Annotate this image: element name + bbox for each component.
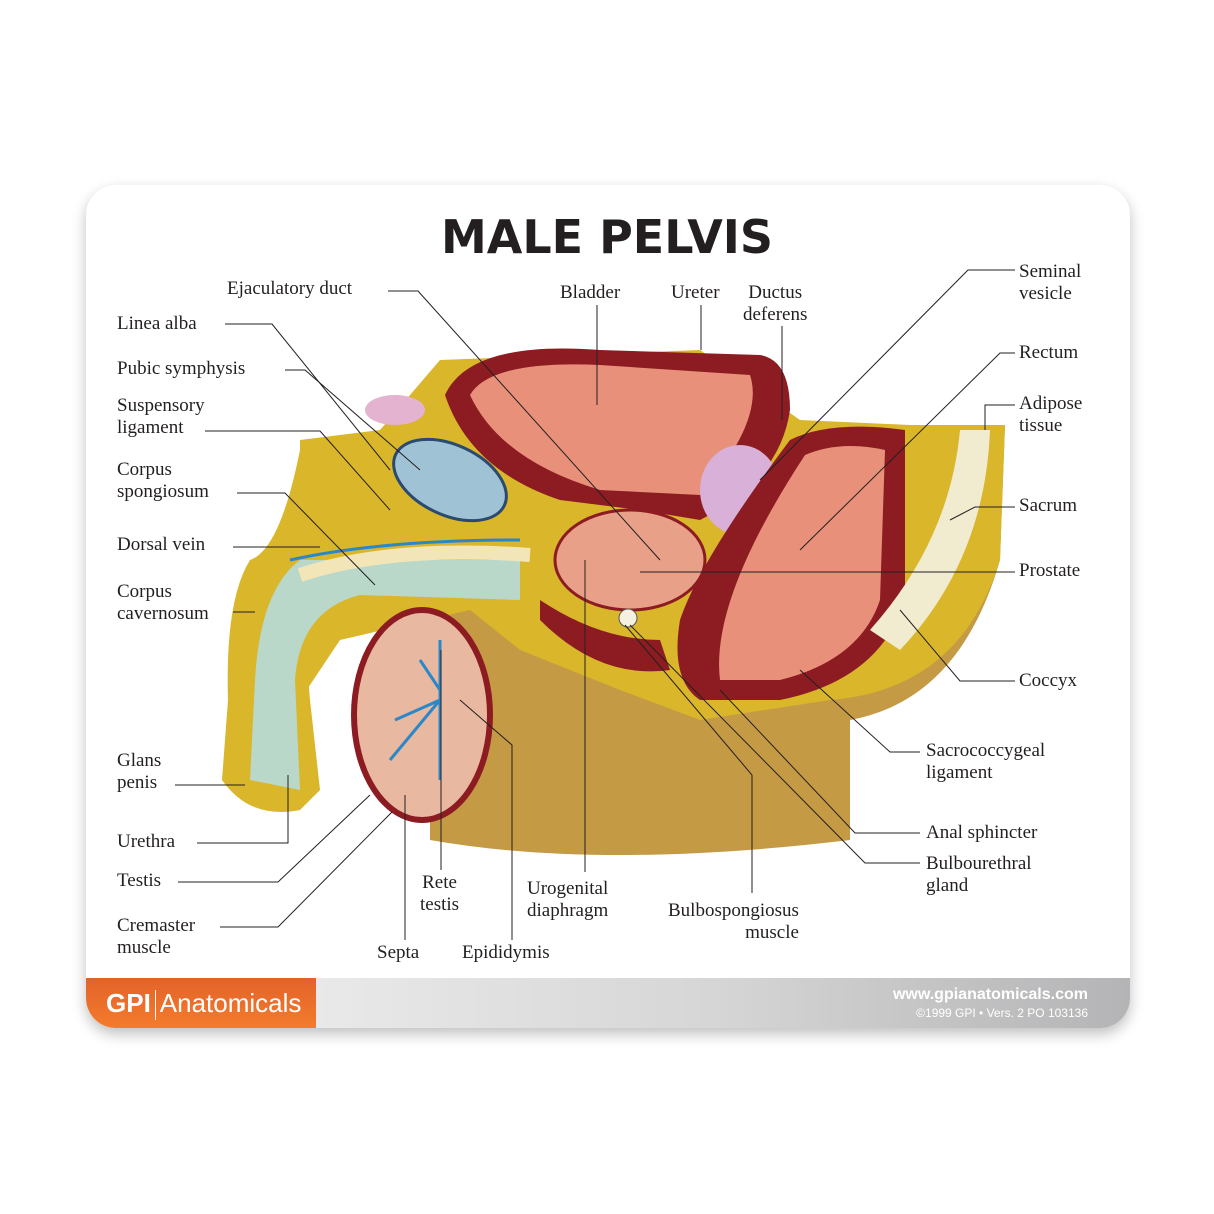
label-suspensory-ligament: Suspensory ligament: [117, 395, 205, 438]
label-linea-alba: Linea alba: [117, 313, 197, 334]
label-seminal-vesicle: Seminal vesicle: [1019, 261, 1082, 304]
label-rectum: Rectum: [1019, 342, 1079, 363]
label-cremaster-muscle: Cremaster muscle: [117, 915, 196, 958]
label-corpus-cavernosum: Corpus cavernosum: [117, 581, 209, 624]
label-prostate: Prostate: [1019, 560, 1081, 581]
copyright: ©1999 GPI • Vers. 2 PO 103136: [916, 1006, 1088, 1020]
label-glans-penis: Glans penis: [117, 750, 162, 793]
label-septa: Septa: [377, 942, 420, 963]
label-dorsal-vein: Dorsal vein: [117, 534, 206, 555]
prostate-shape: [553, 508, 707, 612]
label-urogenital-diaphragm: Urogenital diaphragm: [527, 878, 609, 921]
label-bladder: Bladder: [560, 282, 621, 303]
label-anal-sphincter: Anal sphincter: [926, 822, 1038, 843]
label-adipose-tissue: Adipose tissue: [1019, 393, 1083, 436]
leader-lines: [175, 269, 1015, 940]
label-pubic-symphysis: Pubic symphysis: [117, 358, 246, 379]
label-ductus-deferens: Ductus deferens: [743, 282, 808, 325]
website-url: www.gpianatomicals.com: [892, 986, 1088, 1003]
label-coccyx: Coccyx: [1019, 670, 1078, 691]
label-epididymis: Epididymis: [462, 942, 550, 963]
label-urethra: Urethra: [117, 831, 176, 852]
dorsal-vein-shape: [289, 538, 521, 562]
corpus-cavernosum-shape: [250, 560, 520, 790]
label-corpus-spongiosum: Corpus spongiosum: [117, 459, 209, 502]
bulbourethral-gland-shape: [618, 608, 638, 628]
pubic-symphysis-shape: [392, 437, 508, 523]
page-title: MALE PELVIS: [440, 210, 774, 264]
label-bulbospongiosus-muscle: Bulbospongiosus muscle: [668, 900, 799, 943]
label-bulbourethral-gland: Bulbourethral gland: [926, 853, 1032, 896]
testis-shape: [351, 607, 493, 823]
sacrum-shape: [870, 430, 990, 650]
corpus-spongiosum-shape: [297, 545, 531, 582]
label-rete-testis: Rete testis: [420, 872, 460, 915]
label-sacrococcygeal-ligament: Sacrococcygeal ligament: [926, 740, 1046, 783]
label-ejaculatory-duct: Ejaculatory duct: [227, 278, 353, 299]
label-sacrum: Sacrum: [1019, 495, 1078, 516]
label-ureter: Ureter: [671, 282, 720, 303]
label-testis: Testis: [117, 870, 162, 891]
